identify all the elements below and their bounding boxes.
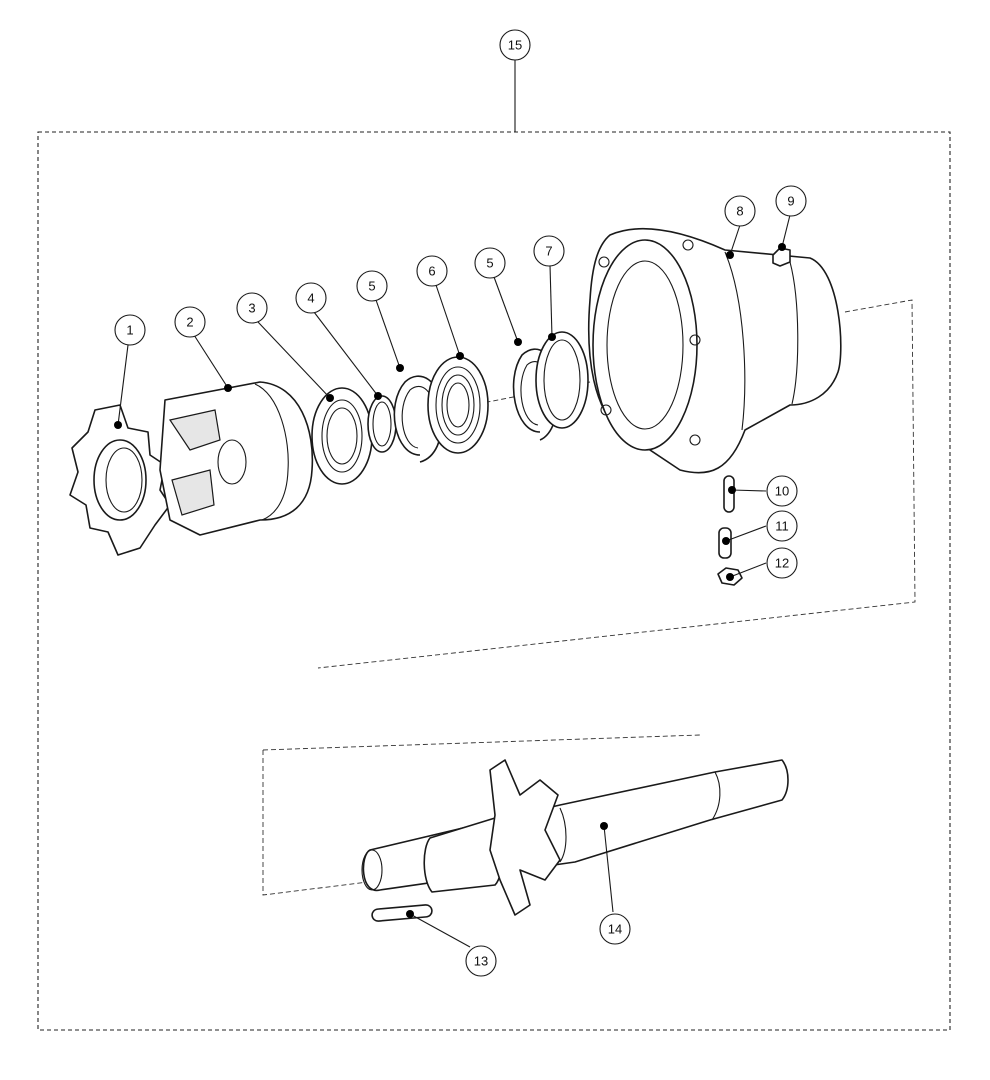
callout-11: 11 xyxy=(766,510,798,542)
svg-text:13: 13 xyxy=(474,954,488,969)
ball-bearing xyxy=(427,356,489,454)
callout-12: 12 xyxy=(766,547,798,579)
motor-housing xyxy=(587,227,842,474)
snap-ring-small xyxy=(367,395,397,453)
svg-text:1: 1 xyxy=(126,323,133,338)
drive-shaft xyxy=(361,759,789,916)
callout-14: 14 xyxy=(599,913,631,945)
svg-text:5: 5 xyxy=(486,256,493,271)
callout-7: 7 xyxy=(533,235,565,267)
alignment-phantom-lower-top xyxy=(262,734,701,751)
pin-10 xyxy=(723,475,735,513)
svg-text:3: 3 xyxy=(248,301,255,316)
callout-2: 2 xyxy=(174,306,206,338)
svg-text:8: 8 xyxy=(736,204,743,219)
callout-4: 4 xyxy=(295,282,327,314)
callout-5-left: 5 xyxy=(356,270,388,302)
callout-15: 15 xyxy=(499,29,531,61)
callout-6: 6 xyxy=(416,255,448,287)
oil-seal xyxy=(311,387,373,485)
svg-text:5: 5 xyxy=(368,279,375,294)
svg-text:10: 10 xyxy=(775,484,789,499)
svg-text:6: 6 xyxy=(428,264,435,279)
callout-9: 9 xyxy=(775,185,807,217)
callout-13: 13 xyxy=(465,945,497,977)
callout-10: 10 xyxy=(766,475,798,507)
assembly-boundary xyxy=(37,131,951,1031)
callout-1: 1 xyxy=(114,314,146,346)
svg-text:4: 4 xyxy=(307,291,314,306)
callout-5-right: 5 xyxy=(474,247,506,279)
callout-3: 3 xyxy=(236,292,268,324)
svg-text:9: 9 xyxy=(787,194,794,209)
alignment-phantom-lower-left xyxy=(262,750,369,896)
svg-text:14: 14 xyxy=(608,922,622,937)
svg-text:15: 15 xyxy=(508,38,522,53)
callout-8: 8 xyxy=(724,195,756,227)
leader-lines xyxy=(114,214,791,948)
shaft-key xyxy=(371,904,433,922)
coupling-hub xyxy=(159,381,314,536)
svg-text:7: 7 xyxy=(545,244,552,259)
svg-text:11: 11 xyxy=(775,519,789,534)
svg-text:12: 12 xyxy=(775,556,789,571)
spider-insert xyxy=(69,404,171,556)
shim-washer xyxy=(535,331,589,429)
alignment-phantom-upper xyxy=(317,299,916,669)
svg-text:2: 2 xyxy=(186,315,193,330)
